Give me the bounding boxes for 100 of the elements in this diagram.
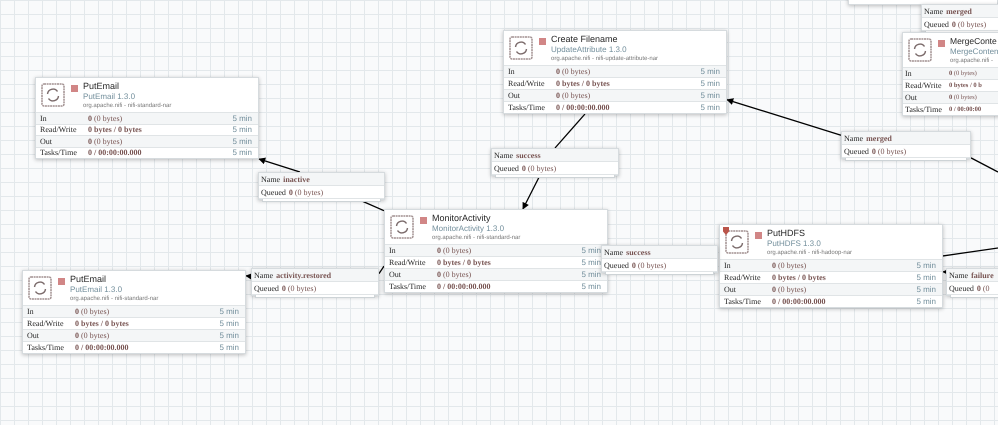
stat-value: 0 bytes / 0 bytes	[75, 319, 130, 328]
stat-label: Read/Write	[40, 125, 78, 134]
stat-window: 5 min	[916, 297, 936, 306]
processor-type: UpdateAttribute 1.3.0	[551, 45, 627, 54]
connector-line	[554, 114, 586, 148]
stat-label: Tasks/Time	[389, 282, 427, 291]
stat-window: 5 min	[581, 270, 601, 279]
stat-window: 5 min	[232, 136, 252, 146]
field-label: Name	[844, 134, 864, 142]
stat-label: In	[27, 307, 35, 316]
stat-label: Tasks/Time	[40, 148, 78, 158]
connector-line	[378, 266, 385, 274]
stat-label: Out	[27, 331, 40, 340]
stat-value: 0 bytes / 0 bytes	[772, 273, 827, 282]
stat-value: 0 / 00:00:00.000	[437, 282, 492, 291]
stat-label: In	[389, 246, 397, 255]
stat-window: 5 min	[700, 79, 720, 88]
field-label: Name	[949, 270, 968, 280]
stat-value: 0 / 00:00:00.000	[88, 148, 143, 158]
stat-window: 5 min	[700, 103, 720, 112]
stat-value: 0 (0 bytes)	[88, 114, 124, 123]
processor-card	[22, 270, 246, 354]
stat-window: 5 min	[916, 273, 936, 282]
connection-name: inactive	[283, 174, 310, 184]
connection-label	[841, 131, 971, 159]
stat-label: Out	[724, 285, 737, 294]
stat-label: Out	[389, 270, 402, 279]
stat-label: In	[40, 114, 48, 123]
connection-label	[601, 245, 718, 273]
stat-value: 0 / 00:00:00.000	[772, 297, 827, 306]
connector-line	[942, 247, 998, 257]
connection-label	[258, 172, 385, 200]
stat-label: Out	[40, 136, 53, 146]
stat-value: 0 (0 bytes)	[772, 261, 808, 270]
connector-line	[970, 157, 998, 173]
stat-label: Tasks/Time	[27, 343, 65, 352]
processor-type: MonitorActivity 1.3.0	[432, 224, 504, 233]
stat-window: 5 min	[700, 67, 720, 76]
processor-name: MergeConte	[950, 36, 997, 46]
stat-window: 5 min	[219, 343, 239, 352]
stat-label: Read/Write	[724, 273, 762, 282]
stat-value: 0 (0 bytes)	[556, 67, 592, 76]
connection-label	[491, 148, 619, 176]
stat-label: Tasks/Time	[724, 297, 762, 306]
stat-window: 5 min	[916, 285, 936, 294]
queued-count: 0 (0 bytes)	[872, 146, 906, 156]
stat-window: 5 min	[581, 258, 601, 267]
connection-name: success	[516, 150, 541, 160]
stat-value: 0 / 00:00:00.000	[75, 343, 130, 352]
stat-value: 0 (0 bytes)	[556, 91, 592, 100]
field-label: Name	[494, 150, 514, 160]
field-label: Queued	[254, 284, 279, 292]
field-label: Name	[261, 174, 280, 184]
field-label: Queued	[604, 260, 629, 270]
stat-window: 5 min	[700, 91, 720, 100]
connection-label	[251, 268, 379, 296]
field-label: Queued	[261, 188, 286, 196]
stat-window: 5 min	[916, 261, 936, 270]
processor-type: PutEmail 1.3.0	[83, 92, 136, 101]
processor-name: PutEmail	[70, 274, 106, 284]
processor-card	[503, 30, 727, 114]
stat-label: Out	[905, 93, 918, 102]
field-label: Name	[604, 248, 624, 256]
queued-count: 0 (0 bytes)	[282, 284, 316, 292]
processor-name: Create Filename	[551, 34, 618, 44]
stat-window: 5 min	[232, 114, 252, 123]
processor-type: PutEmail 1.3.0	[70, 285, 122, 294]
queued-count: 0 (0 bytes)	[952, 20, 986, 28]
processor-type: PutHDFS 1.3.0	[767, 239, 821, 248]
field-label: Name	[924, 6, 944, 16]
connection-name: merged	[866, 134, 892, 142]
stat-label: In	[508, 67, 516, 76]
field-label: Name	[254, 270, 274, 280]
connection-name: success	[626, 248, 651, 256]
connection-name: merged	[946, 6, 972, 16]
stat-window: 5 min	[219, 319, 239, 328]
field-label: Queued	[924, 20, 949, 28]
field-label: Queued	[494, 164, 519, 172]
processor-type: MergeConten	[950, 47, 998, 56]
arrow	[245, 273, 253, 280]
stat-value: 0 (0 bytes)	[437, 270, 472, 279]
stat-window: 5 min	[232, 125, 252, 134]
stat-window: 5 min	[581, 246, 601, 255]
stat-label: In	[724, 261, 732, 270]
field-label: Queued	[844, 146, 869, 156]
stat-value: 0 (0 bytes)	[75, 307, 110, 316]
stat-label: In	[905, 69, 913, 78]
stat-label: Tasks/Time	[508, 103, 546, 112]
queued-count: 0 (0	[976, 284, 990, 292]
stat-label: Read/Write	[27, 319, 65, 328]
arrow	[522, 176, 540, 210]
queued-count: 0 (0 bytes)	[522, 164, 556, 172]
stat-window: 5 min	[219, 331, 239, 340]
arrow	[726, 98, 842, 136]
stat-value: 0 (0 bytes)	[772, 285, 808, 294]
queued-count: 0 (0 bytes)	[632, 260, 666, 270]
field-label: Queued	[949, 284, 974, 292]
stat-value: 0 bytes / 0 bytes	[556, 79, 611, 88]
processor-card	[35, 77, 259, 159]
connection-name: activity.restored	[276, 270, 332, 280]
